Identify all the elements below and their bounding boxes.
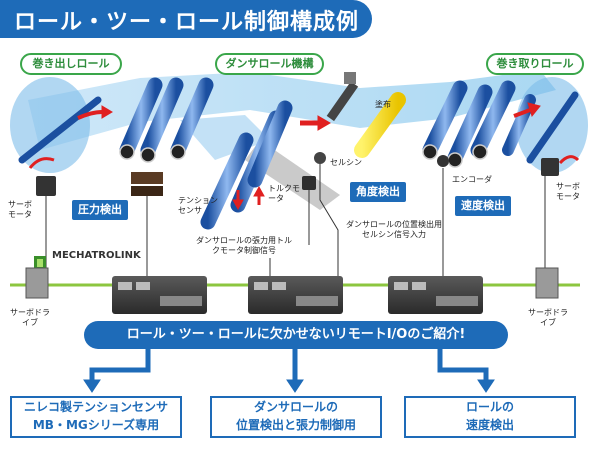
selsyn-device (314, 152, 326, 164)
product-arrows (83, 349, 495, 393)
servo-drive-left-label: サーボドライブ (10, 308, 50, 327)
product-box-roll-speed[interactable]: ロールの 速度検出 (404, 396, 576, 438)
product-line1: ダンサロールの (253, 400, 338, 414)
product-line2: MB・MGシリーズ専用 (32, 418, 160, 432)
servo-motors (36, 158, 559, 196)
product-box-tension-sensor[interactable]: ニレコ製テンションセンサ MB・MGシリーズ専用 (10, 396, 182, 438)
network-label: MECHATROLINK (52, 250, 141, 261)
section-unwind-label: 巻き出しロール (20, 53, 122, 75)
remote-io-banner: ロール・ツー・ロールに欠かせないリモートI/Oのご紹介! (84, 321, 508, 349)
servo-drive-right-label: サーボドライブ (528, 308, 568, 327)
torque-motor (302, 176, 316, 190)
coater (326, 72, 406, 158)
section-rewind-label: 巻き取りロール (486, 53, 584, 75)
section-dancer-label: ダンサロール機構 (215, 53, 324, 75)
product-line1: ロールの (465, 400, 514, 414)
product-line2: 位置検出と張力制御用 (235, 418, 356, 432)
roll-end-caps (119, 144, 488, 168)
tension-sensor-label: テンションセンサ (178, 196, 218, 215)
speed-detect-tag: 速度検出 (455, 196, 511, 216)
torque-motor-label: トルクモータ (268, 184, 300, 203)
product-line2: 速度検出 (465, 418, 514, 432)
tension-sensor (131, 172, 163, 196)
signal-lines (45, 164, 546, 280)
dancer-position-signal-label: ダンサロールの位置検出用セルシン信号入力 (346, 220, 442, 239)
angle-detect-tag: 角度検出 (350, 182, 406, 202)
servo-drives (25, 267, 559, 299)
page-title: ロール・ツー・ロール制御構成例 (14, 10, 360, 35)
title-bar (0, 0, 372, 38)
remote-io-modules (112, 276, 483, 314)
selsyn-label: セルシン (330, 158, 362, 167)
encoder-label: エンコーダ (452, 175, 492, 184)
product-box-dancer[interactable]: ダンサロールの 位置検出と張力制御用 (210, 396, 382, 438)
coating-label: 塗布 (375, 100, 391, 109)
guide-rolls (119, 77, 536, 230)
product-line1: ニレコ製テンションセンサ (23, 400, 168, 414)
dancer-tension-signal-label: ダンサロールの張力用トルクモータ制御信号 (196, 236, 292, 255)
unwind-roll (10, 77, 102, 173)
servo-motor-left-label: サーボモータ (8, 200, 32, 219)
pressure-detect-tag: 圧力検出 (72, 200, 128, 220)
encoder-device (437, 155, 449, 167)
flow-arrows (28, 102, 580, 211)
servo-motor-right-label: サーボモータ (556, 182, 580, 201)
